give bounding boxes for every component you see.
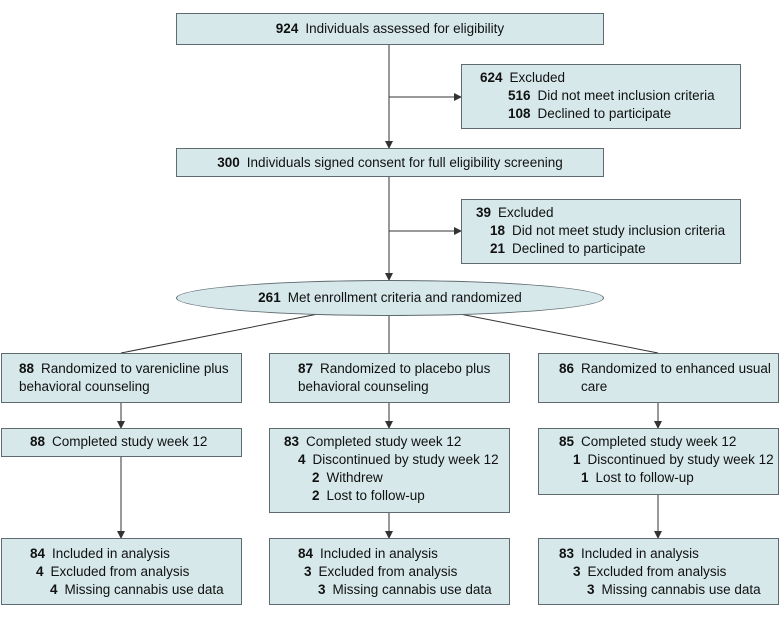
arm2-excluded-count: 3 <box>304 564 312 579</box>
arm3-missing-label: Missing cannabis use data <box>601 582 761 597</box>
arm1-completed-box: 88 Completed study week 12 <box>1 428 242 457</box>
excluded2-box: 39 Excluded 18 Did not meet study inclus… <box>461 199 741 264</box>
consent-label: Individuals signed consent for full elig… <box>246 154 563 170</box>
arm2-randomized-line2: behavioral counseling <box>298 379 429 394</box>
arm3-completed-box: 85 Completed study week 12 1 Discontinue… <box>538 428 779 495</box>
arm1-randomized-line2: behavioral counseling <box>19 379 150 394</box>
arm1-analysis-box: 84 Included in analysis 4 Excluded from … <box>1 538 242 605</box>
arm1-included-label: Included in analysis <box>52 546 170 561</box>
arm3-randomized-line1: Randomized to enhanced usual <box>581 361 771 376</box>
arm1-randomized-box: 88 Randomized to varenicline plus behavi… <box>1 353 242 403</box>
excluded2-not-eligible-label: Did not meet study inclusion criteria <box>512 223 726 238</box>
arm3-randomized-count: 86 <box>559 361 575 376</box>
arm2-completed-box: 83 Completed study week 12 4 Discontinue… <box>269 428 510 513</box>
arm1-excluded-count: 4 <box>36 564 44 579</box>
arm2-completed-label: Completed study week 12 <box>306 434 462 449</box>
excluded2-declined-label: Declined to participate <box>512 241 646 256</box>
arm3-included-count: 83 <box>559 546 575 561</box>
arm3-analysis-box: 83 Included in analysis 3 Excluded from … <box>538 538 779 605</box>
arm2-completed-count: 83 <box>284 434 300 449</box>
randomized-ellipse: 261 Met enrollment criteria and randomiz… <box>176 280 604 316</box>
arm3-lost-label: Lost to follow-up <box>595 470 694 485</box>
assessed-label: Individuals assessed for eligibility <box>305 21 505 36</box>
consent-count: 300 <box>217 154 240 170</box>
arm1-randomized-count: 88 <box>19 361 35 376</box>
arm2-missing-label: Missing cannabis use data <box>332 582 492 597</box>
line-to-arm1 <box>120 313 319 354</box>
arm3-completed-count: 85 <box>559 434 575 449</box>
arm1-randomized-line1: Randomized to varenicline plus <box>41 361 229 376</box>
excluded1-not-eligible-count: 516 <box>508 88 531 103</box>
arm2-analysis-box: 84 Included in analysis 3 Excluded from … <box>269 538 510 605</box>
arm3-discontinued-count: 1 <box>573 452 581 467</box>
arm2-discontinued-count: 4 <box>298 452 306 467</box>
excluded1-label: Excluded <box>509 70 566 85</box>
excluded2-not-eligible-count: 18 <box>490 223 506 238</box>
arm1-completed-label: Completed study week 12 <box>52 434 208 449</box>
arm2-randomized-count: 87 <box>298 361 314 376</box>
arm3-lost-count: 1 <box>581 470 589 485</box>
randomized-count: 261 <box>258 290 281 305</box>
arm2-included-count: 84 <box>298 546 314 561</box>
arm3-completed-label: Completed study week 12 <box>581 434 737 449</box>
arm2-lost-count: 2 <box>312 488 320 503</box>
arm1-excluded-label: Excluded from analysis <box>50 564 190 579</box>
arm2-randomized-box: 87 Randomized to placebo plus behavioral… <box>269 353 510 403</box>
arm3-included-label: Included in analysis <box>581 546 699 561</box>
arm3-missing-count: 3 <box>587 582 595 597</box>
arm1-included-count: 84 <box>30 546 46 561</box>
excluded2-declined-count: 21 <box>490 241 506 256</box>
assessed-box: 924 Individuals assessed for eligibility <box>176 13 604 45</box>
arm3-randomized-box: 86 Randomized to enhanced usual care <box>538 353 779 403</box>
excluded1-count: 624 <box>480 70 503 85</box>
line-to-arm3 <box>459 313 659 354</box>
excluded2-count: 39 <box>476 205 492 220</box>
excluded2-label: Excluded <box>498 205 554 220</box>
arm3-randomized-line2: care <box>581 379 608 394</box>
arm2-included-label: Included in analysis <box>320 546 438 561</box>
arm1-completed-count: 88 <box>30 434 46 449</box>
arm2-excluded-label: Excluded from analysis <box>318 564 458 579</box>
arm1-missing-label: Missing cannabis use data <box>64 582 224 597</box>
excluded1-box: 624 Excluded 516 Did not meet inclusion … <box>461 64 741 129</box>
arm1-missing-count: 4 <box>50 582 58 597</box>
arm2-withdrew-label: Withdrew <box>326 470 383 485</box>
arm2-withdrew-count: 2 <box>312 470 320 485</box>
arm3-excluded-count: 3 <box>573 564 581 579</box>
excluded1-not-eligible-label: Did not meet inclusion criteria <box>537 88 715 103</box>
excluded1-declined-label: Declined to participate <box>537 106 672 121</box>
arm2-discontinued-label: Discontinued by study week 12 <box>312 452 499 467</box>
assessed-count: 924 <box>275 21 299 36</box>
randomized-label: Met enrollment criteria and randomized <box>287 290 522 305</box>
arm3-excluded-label: Excluded from analysis <box>587 564 727 579</box>
arm2-lost-label: Lost to follow-up <box>326 488 425 503</box>
arm2-randomized-line1: Randomized to placebo plus <box>320 361 491 376</box>
consent-box: 300 Individuals signed consent for full … <box>176 148 604 177</box>
excluded1-declined-count: 108 <box>508 106 531 121</box>
arm3-discontinued-label: Discontinued by study week 12 <box>587 452 774 467</box>
arm2-missing-count: 3 <box>318 582 326 597</box>
